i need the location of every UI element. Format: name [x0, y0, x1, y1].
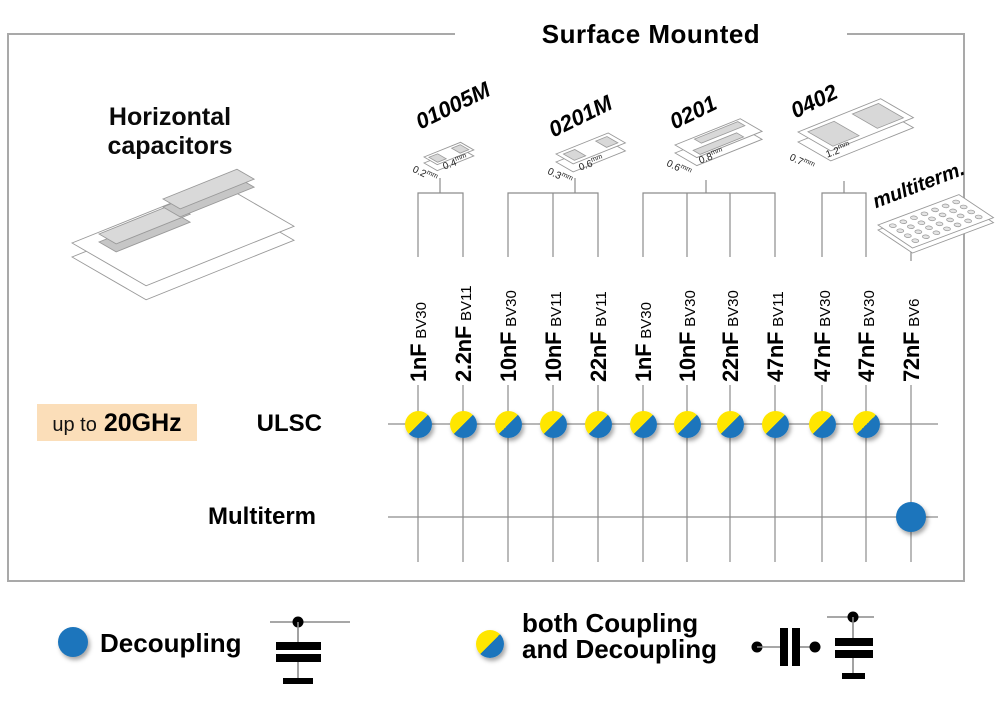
decoupling-dot-col12 [896, 502, 926, 532]
heading-line1: Horizontal [108, 103, 232, 131]
column-label-8: 22nFBV30 [718, 290, 743, 382]
board-graphic [66, 168, 306, 308]
both-dot-col1 [404, 410, 432, 438]
legend-decoupling-label: Decoupling [100, 628, 242, 658]
legend-both-line1: both Coupling [522, 608, 699, 638]
frequency-badge: up to 20GHz [37, 404, 197, 441]
column-lines [417, 385, 912, 562]
column-label-2: 2.2nFBV11 [451, 285, 476, 382]
column-label-10: 47nFBV30 [810, 290, 835, 382]
both-dot-col10 [808, 410, 836, 438]
decoupling-capacitor-symbol-2 [827, 611, 874, 679]
heading-line2: capacitors [107, 132, 233, 160]
coupling-capacitor-symbol [751, 628, 821, 666]
decoupling-capacitor-symbol [270, 616, 350, 684]
badge-prefix: up to [52, 414, 97, 436]
both-dot-col9 [761, 410, 789, 438]
chip-0201m-graphic [552, 126, 632, 172]
legend-both-label: both Coupling and Decoupling [522, 610, 717, 662]
both-dot-col5 [584, 410, 612, 438]
row-label-ulsc: ULSC [256, 410, 322, 437]
package-brackets [417, 178, 912, 261]
legend-decoupling-dot [58, 627, 88, 657]
chip-01005m-graphic [420, 136, 480, 176]
badge-value: 20GHz [103, 409, 182, 437]
row-lines [388, 423, 938, 518]
diagram-frame [7, 33, 965, 582]
both-dot-col3 [494, 410, 522, 438]
column-label-3: 10nFBV30 [496, 290, 521, 382]
legend-both-line2: and Decoupling [522, 634, 717, 664]
column-label-5: 22nFBV11 [586, 291, 611, 382]
legend-both-dot [476, 630, 504, 658]
column-label-4: 10nFBV11 [541, 291, 566, 382]
both-dot-col7 [673, 410, 701, 438]
multiterm-pins [888, 199, 984, 243]
row-label-multiterm: Multiterm [208, 503, 316, 530]
horizontal-capacitors-heading: Horizontal capacitors [58, 103, 282, 161]
column-label-9: 47nFBV11 [763, 291, 788, 382]
column-label-1: 1nFBV30 [406, 302, 431, 382]
chip-0201-graphic [671, 112, 766, 167]
both-dot-col11 [852, 410, 880, 438]
column-label-6: 1nFBV30 [631, 302, 656, 382]
diagram-title: Surface Mounted [455, 17, 847, 51]
chip-0402-graphic [794, 92, 920, 164]
both-dot-col8 [716, 410, 744, 438]
both-dot-col6 [629, 410, 657, 438]
column-label-11: 47nFBV30 [854, 290, 879, 382]
multiterm-board-graphic [874, 188, 1000, 258]
column-label-7: 10nFBV30 [675, 290, 700, 382]
column-label-12: 72nFBV6 [899, 298, 924, 382]
both-dot-col4 [539, 410, 567, 438]
both-dot-col2 [449, 410, 477, 438]
